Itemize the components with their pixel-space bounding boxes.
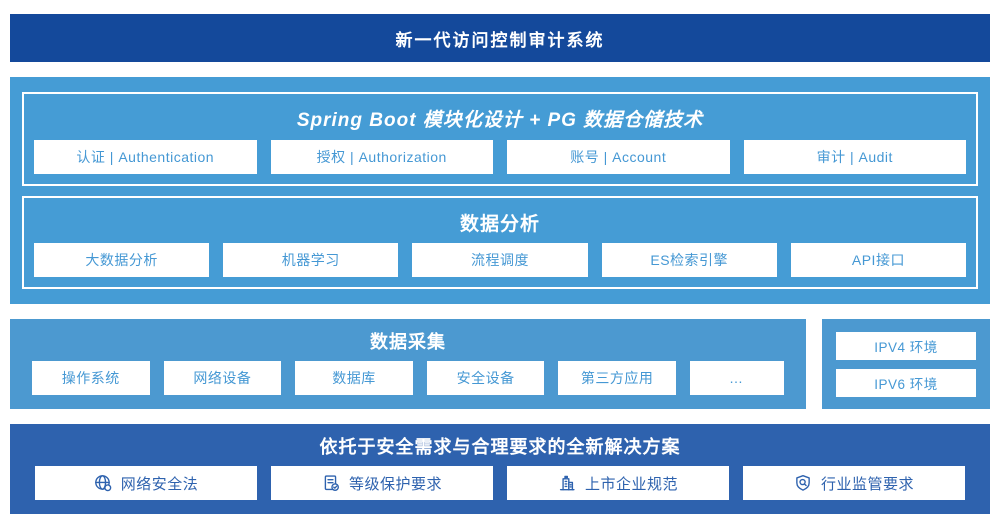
solution-section: 依托于安全需求与合理要求的全新解决方案 网络安全法	[10, 424, 990, 514]
source-box-thirdparty: 第三方应用	[558, 361, 676, 395]
collection-section: 数据采集 操作系统 网络设备 数据库 安全设备 第三方应用 …	[10, 319, 806, 409]
solution-box-level-protection: 等级保护要求	[271, 466, 493, 500]
analysis-panel: 数据分析 大数据分析 机器学习 流程调度 ES检索引擎 API接口	[22, 195, 978, 289]
solution-box-label: 等级保护要求	[348, 475, 442, 493]
ip-environment-panel: IPV4 环境 IPV6 环境	[822, 319, 990, 409]
document-check-icon	[322, 474, 340, 492]
collection-title: 数据采集	[370, 332, 446, 352]
source-box-security-device: 安全设备	[426, 361, 545, 395]
solution-box-network-law: 网络安全法	[35, 466, 257, 500]
platform-section: Spring Boot 模块化设计 + PG 数据仓储技术 认证 | Authe…	[10, 77, 990, 304]
source-box-database: 数据库	[295, 361, 413, 395]
modules-panel-title: Spring Boot 模块化设计 + PG 数据仓储技术	[296, 110, 704, 132]
ipv4-box: IPV4 环境	[836, 331, 976, 360]
source-box-network-device: 网络设备	[163, 361, 282, 395]
modules-row: 认证 | Authentication 授权 | Authorization 账…	[34, 139, 966, 174]
middle-row: 数据采集 操作系统 网络设备 数据库 安全设备 第三方应用 … IPV4 环境 …	[10, 319, 990, 409]
solution-box-label: 行业监管要求	[820, 475, 914, 493]
analysis-box-scheduling: 流程调度	[412, 243, 588, 277]
shield-magnifier-icon	[794, 474, 812, 492]
source-box-ellipsis: …	[689, 361, 785, 395]
module-box-authentication: 认证 | Authentication	[34, 139, 257, 174]
analysis-box-ml: 机器学习	[223, 243, 399, 277]
globe-icon	[94, 474, 112, 492]
solution-title: 依托于安全需求与合理要求的全新解决方案	[319, 437, 681, 457]
module-box-audit: 审计 | Audit	[743, 139, 966, 174]
analysis-row: 大数据分析 机器学习 流程调度 ES检索引擎 API接口	[34, 243, 967, 277]
system-title-banner: 新一代访问控制审计系统	[10, 14, 990, 62]
analysis-box-bigdata: 大数据分析	[34, 243, 210, 277]
module-box-account: 账号 | Account	[507, 139, 730, 174]
building-icon	[558, 474, 576, 492]
solution-box-label: 网络安全法	[120, 475, 199, 493]
analysis-panel-title: 数据分析	[459, 213, 540, 235]
source-box-os: 操作系统	[32, 361, 150, 395]
solution-box-listed-company: 上市企业规范	[507, 466, 729, 500]
analysis-box-api: API接口	[790, 243, 967, 277]
collection-row: 操作系统 网络设备 数据库 安全设备 第三方应用 …	[32, 361, 785, 395]
module-box-authorization: 授权 | Authorization	[270, 139, 493, 174]
solution-box-industry-regulation: 行业监管要求	[743, 466, 965, 500]
modules-panel: Spring Boot 模块化设计 + PG 数据仓储技术 认证 | Authe…	[22, 92, 978, 186]
system-title: 新一代访问控制审计系统	[395, 30, 605, 50]
analysis-box-es: ES检索引擎	[601, 243, 777, 277]
solution-box-label: 上市企业规范	[584, 475, 678, 493]
solution-row: 网络安全法 等级保护要求	[35, 466, 965, 500]
ipv6-box: IPV6 环境	[836, 368, 976, 397]
